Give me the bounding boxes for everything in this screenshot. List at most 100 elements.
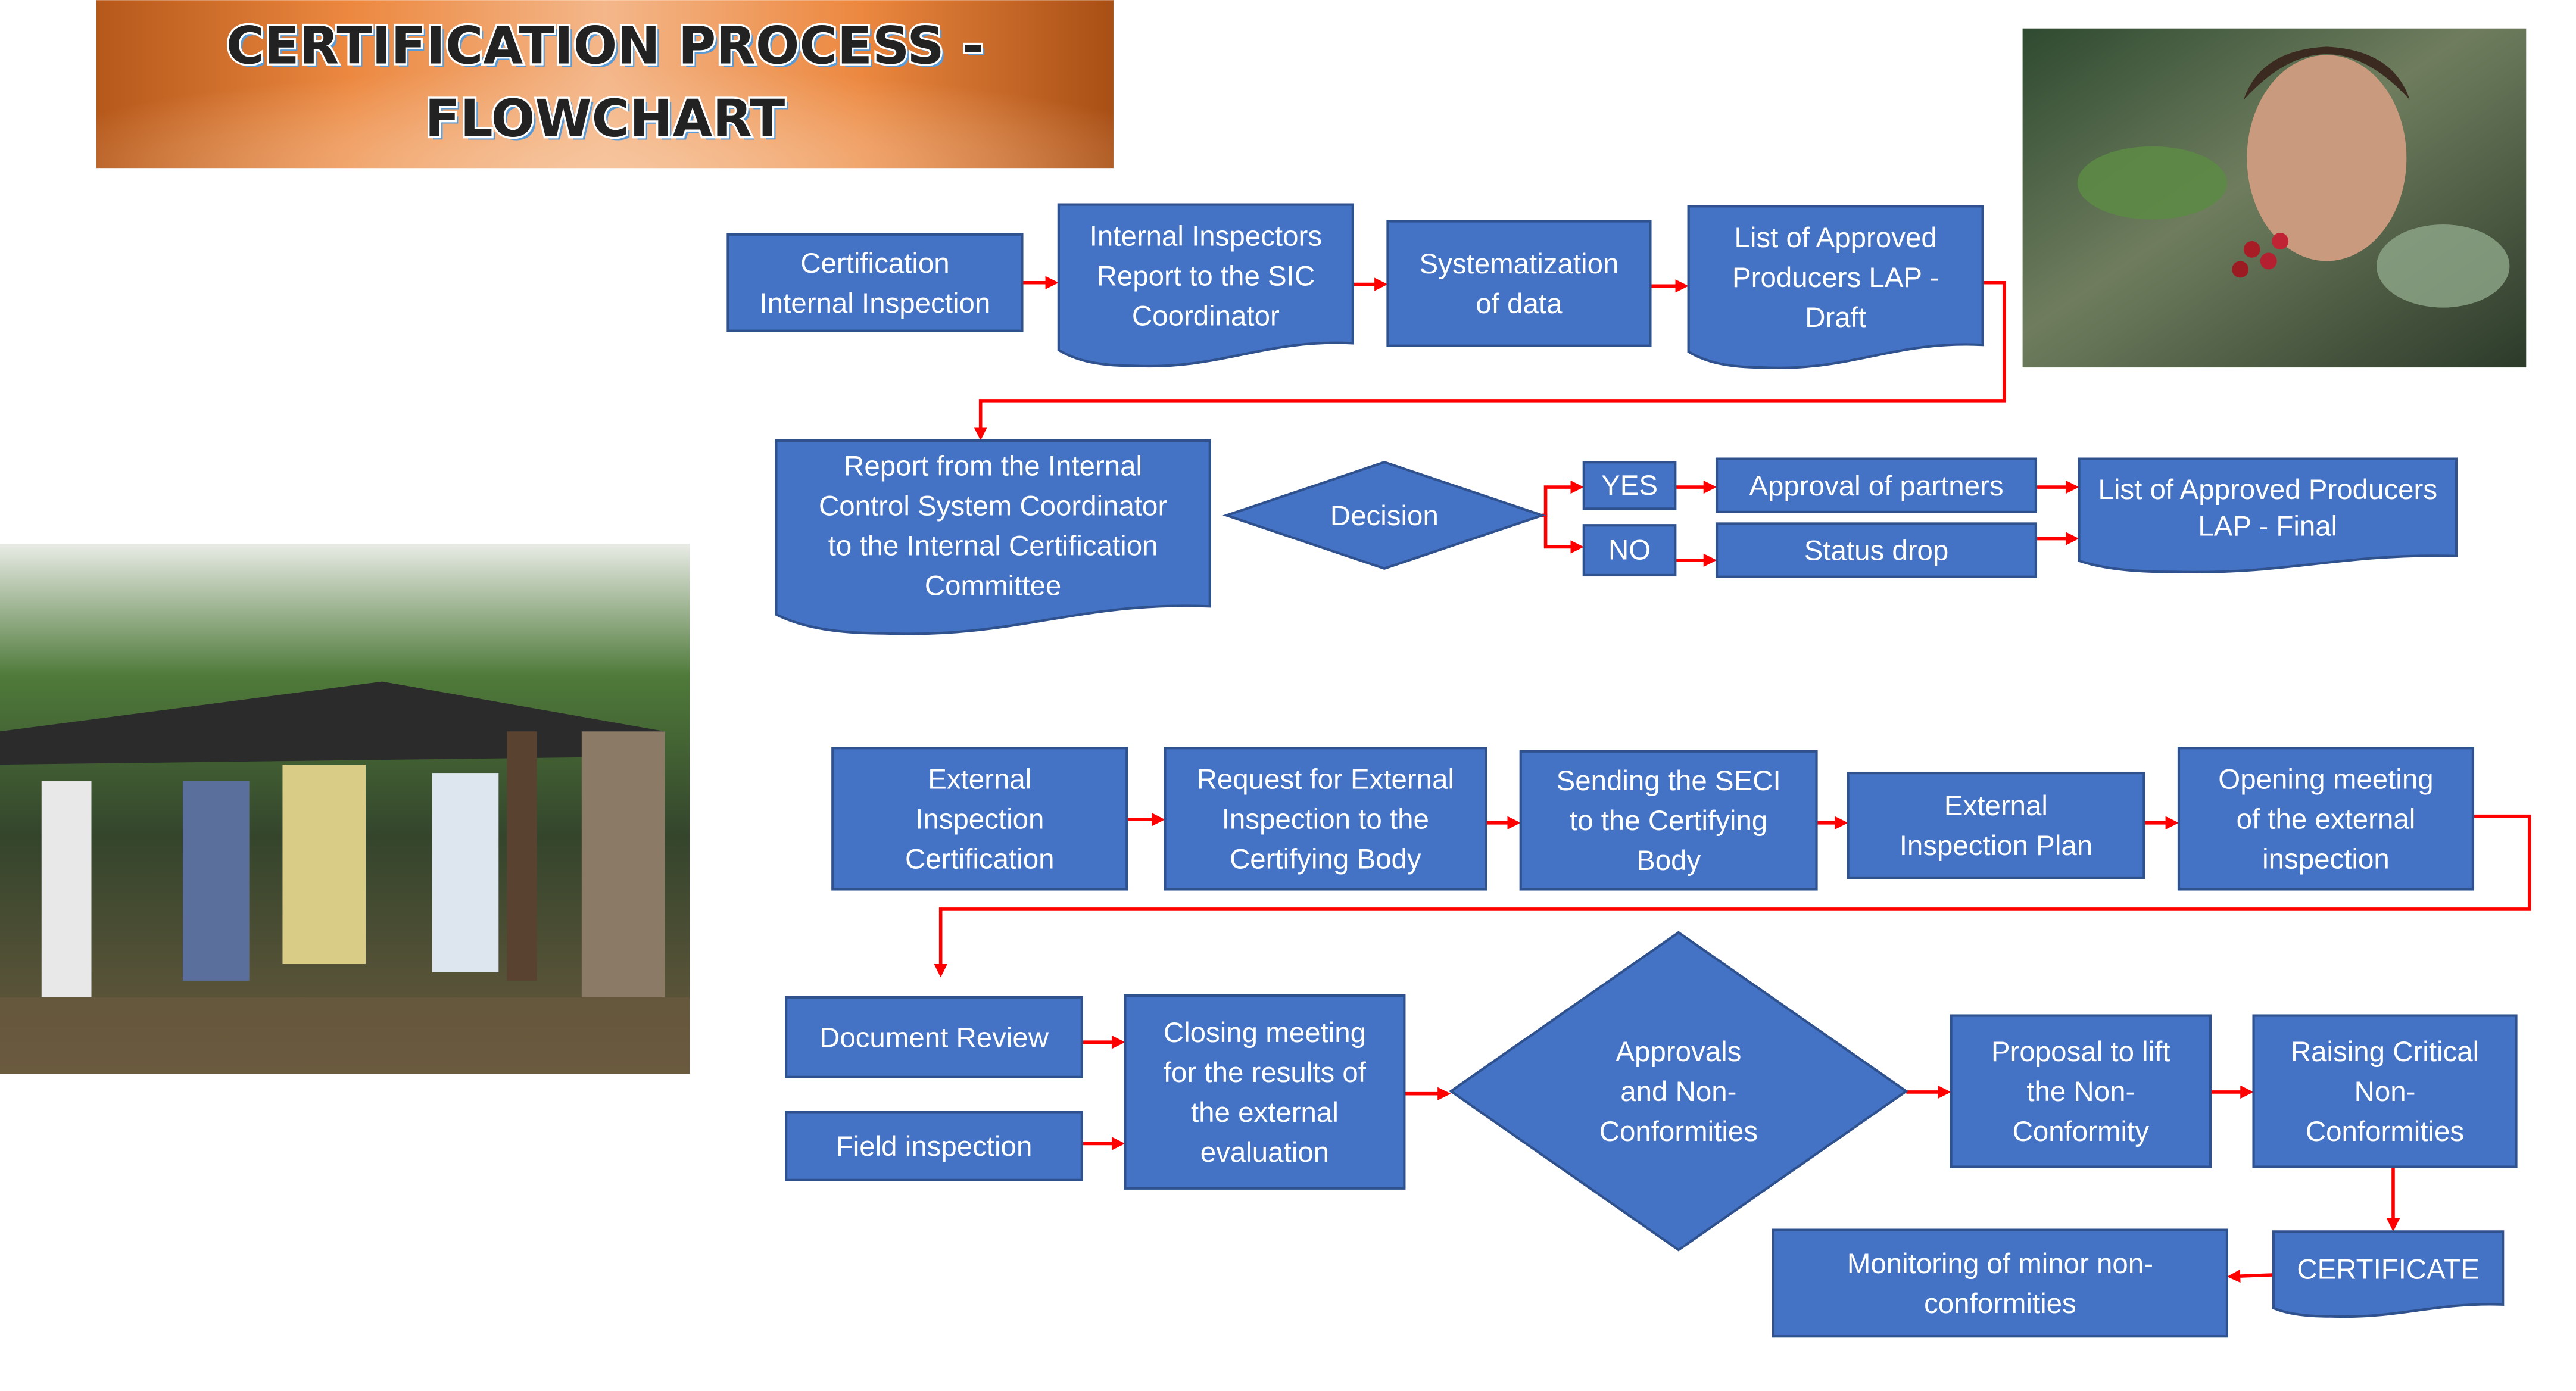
node-label-line: Decision (1330, 500, 1439, 532)
node-label-line: LAP - Final (2198, 510, 2337, 542)
node-label-line: inspection (2262, 843, 2390, 875)
face-shape (2247, 55, 2407, 261)
node-label-line: Request for External (1197, 763, 1454, 795)
process-box (726, 233, 1024, 332)
cherry-shape (2260, 252, 2277, 270)
node-label-line: Conformities (1599, 1116, 1758, 1147)
ground-shape (0, 997, 690, 1074)
arrow-n6-to-n8 (1542, 513, 1584, 554)
title-line2: FLOWCHART (425, 89, 785, 149)
flow-node-n8: NO (1582, 524, 1677, 577)
connectors (934, 276, 2531, 1283)
person-shape (581, 731, 665, 997)
arrow-n4-to-n5 (974, 280, 2006, 441)
node-label-line: conformities (1924, 1288, 2076, 1320)
cherry-shape (2272, 233, 2289, 249)
node-label-line: Inspection Plan (1900, 830, 2092, 862)
node-label-line: to the Certifying (1570, 805, 1767, 837)
leaf-shape (2377, 224, 2510, 308)
flow-node-n7: YES (1582, 461, 1677, 510)
flow-node-n9: Approval of partners (1715, 457, 2038, 513)
node-label-line: Conformity (2013, 1116, 2150, 1147)
node-label-line: of the external (2237, 803, 2416, 835)
node-label-line: Monitoring of minor non- (1847, 1248, 2153, 1280)
node-label-line: Internal Inspectors (1090, 220, 1322, 252)
node-label-line: Internal Inspection (760, 288, 991, 319)
node-label-line: Certification (800, 248, 949, 279)
person-shape (183, 781, 250, 981)
document-shape (2272, 1230, 2505, 1318)
node-label-line: Proposal to lift (1991, 1036, 2170, 1068)
arrow-n16-to-n17 (934, 814, 2531, 978)
shelter-roof-shape (0, 681, 665, 765)
node-label-line: Conformities (2306, 1116, 2464, 1147)
node-label-line: the external (1191, 1097, 1339, 1128)
node-label-line: and Non- (1620, 1076, 1736, 1108)
person-shape (432, 773, 499, 972)
person-shape (41, 781, 92, 997)
node-label-line: Report from the Internal (844, 450, 1142, 482)
node-label-line: of data (1476, 288, 1563, 320)
node-label-line: Draft (1805, 302, 1866, 333)
node-label-line: Approvals (1616, 1036, 1741, 1068)
node-label-line: Coordinator (1132, 300, 1280, 332)
node-label-line: CERTIFICATE (2297, 1254, 2480, 1286)
process-box (1950, 1014, 2212, 1168)
node-label-line: External (1944, 790, 2048, 822)
process-box (1164, 747, 1487, 891)
process-box (1582, 524, 1677, 577)
node-label-line: Body (1636, 845, 1701, 877)
node-label-line: Approval of partners (1749, 470, 2003, 502)
node-label-line: Field inspection (836, 1131, 1033, 1162)
node-label-line: Non- (2354, 1076, 2416, 1108)
process-box (1715, 522, 2038, 578)
flow-node-n17: Document Review (785, 996, 1084, 1078)
node-label-line: List of Approved Producers (2098, 474, 2437, 506)
process-box (1519, 750, 1818, 891)
node-label-line: for the results of (1164, 1057, 1367, 1089)
leaf-shape (2077, 146, 2227, 220)
node-label-line: List of Approved (1735, 222, 1937, 254)
node-label-line: Control System Coordinator (819, 490, 1168, 522)
process-box (1847, 771, 2145, 879)
flow-node-n23: CERTIFICATE (2272, 1230, 2505, 1318)
title-line1: CERTIFICATION PROCESS - (226, 16, 984, 76)
photo-coffee-picker (2022, 28, 2527, 368)
node-label-line: Sending the SECI (1557, 765, 1781, 797)
flow-node-n21: Proposal to lift the Non- Conformity (1950, 1014, 2212, 1168)
node-label-line: to the Internal Certification (828, 530, 1158, 562)
photo-farmers-group (0, 543, 690, 1074)
cherry-shape (2232, 261, 2249, 278)
process-box (831, 747, 1128, 891)
node-label-line: External (928, 763, 1031, 795)
title-line1-shadow: CERTIFICATION PROCESS - (230, 20, 987, 79)
process-box (1715, 457, 2038, 513)
document-shape (1057, 203, 1354, 368)
node-label-line: YES (1601, 470, 1658, 501)
node-label-line: the Non- (2026, 1076, 2135, 1108)
flow-node-n10: Status drop (1715, 522, 2038, 578)
cherry-shape (2243, 241, 2260, 258)
document-shape (1687, 205, 1984, 369)
node-label-line: Producers LAP - (1732, 262, 1939, 294)
process-box (1124, 994, 1406, 1190)
flow-node-n24: Monitoring of minor non-conformities (1772, 1228, 2228, 1338)
node-label-line: Certification (905, 843, 1054, 875)
process-box (1772, 1228, 2228, 1338)
node-label-line: Report to the SIC (1097, 260, 1315, 292)
flow-node-n20: Approvals and Non- Conformities (1448, 931, 1908, 1252)
